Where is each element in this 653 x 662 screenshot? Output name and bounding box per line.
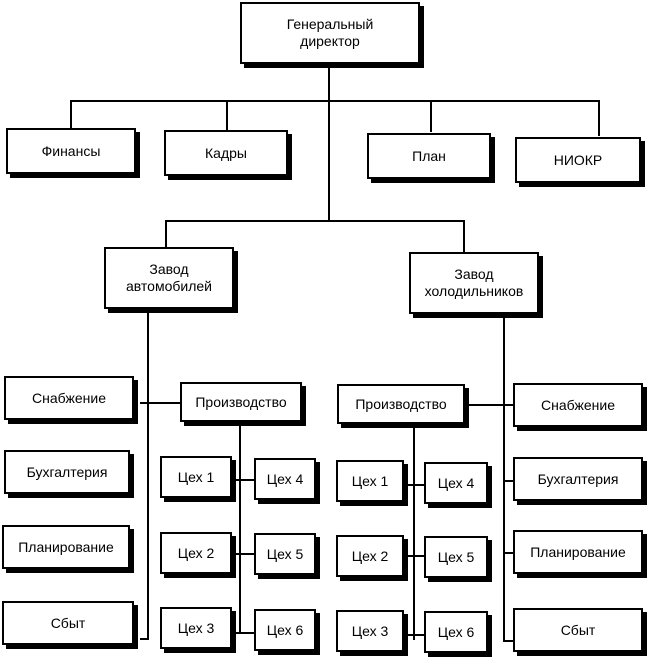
right-workshop-5[interactable]: Цех 5 xyxy=(424,536,488,578)
dept-label: Кадры xyxy=(205,144,247,161)
connector xyxy=(413,422,415,640)
dept-label: НИОКР xyxy=(553,151,603,168)
dept-label: Снабжение xyxy=(32,389,106,406)
right-dept-planning[interactable]: Планирование xyxy=(513,530,643,574)
workshop-label: Цех 6 xyxy=(437,623,475,640)
right-workshop-6[interactable]: Цех 6 xyxy=(424,611,488,653)
connector xyxy=(232,479,254,481)
production-label: Производство xyxy=(195,393,287,410)
connector xyxy=(404,634,426,636)
workshop-label: Цех 3 xyxy=(351,622,389,639)
connector xyxy=(503,640,515,642)
connector xyxy=(232,553,254,555)
right-workshop-4[interactable]: Цех 4 xyxy=(424,462,488,504)
workshop-label: Цех 5 xyxy=(437,548,475,565)
connector xyxy=(239,418,241,634)
dept-label: Финансы xyxy=(41,142,101,159)
workshop-label: Цех 2 xyxy=(351,547,389,564)
left-dept-supply[interactable]: Снабжение xyxy=(4,376,134,420)
connector xyxy=(165,220,465,222)
connector xyxy=(147,312,149,640)
right-workshop-2[interactable]: Цех 2 xyxy=(336,535,404,577)
connector xyxy=(140,402,182,404)
connector xyxy=(70,100,72,130)
right-dept-supply[interactable]: Снабжение xyxy=(513,383,643,427)
workshop-label: Цех 6 xyxy=(266,621,304,638)
workshop-label: Цех 5 xyxy=(266,545,304,562)
connector xyxy=(328,66,330,222)
dept-label: Планирование xyxy=(18,538,114,555)
connector xyxy=(503,480,515,482)
connector xyxy=(503,552,515,554)
left-dept-accounting[interactable]: Бухгалтерия xyxy=(4,450,130,494)
connector xyxy=(165,220,167,250)
right-dept-sales[interactable]: Сбыт xyxy=(513,608,643,652)
left-workshop-5[interactable]: Цех 5 xyxy=(254,533,316,575)
connector xyxy=(226,100,228,132)
workshop-label: Цех 4 xyxy=(266,470,304,487)
workshop-label: Цех 1 xyxy=(351,472,389,489)
workshop-label: Цех 1 xyxy=(177,468,215,485)
production-label: Производство xyxy=(355,395,447,412)
right-production[interactable]: Производство xyxy=(337,384,465,424)
connector xyxy=(465,404,515,406)
dept-label: Снабжение xyxy=(541,396,615,413)
dept-label: План xyxy=(412,147,446,164)
left-workshop-2[interactable]: Цех 2 xyxy=(160,532,232,574)
dept-finance[interactable]: Финансы xyxy=(6,128,136,174)
connector xyxy=(503,315,505,642)
plant-label: Завод автомобилей xyxy=(126,261,212,294)
right-dept-accounting[interactable]: Бухгалтерия xyxy=(513,457,643,501)
left-workshop-4[interactable]: Цех 4 xyxy=(254,458,316,500)
left-workshop-6[interactable]: Цех 6 xyxy=(254,609,316,651)
ceo-label: Генеральный директор xyxy=(286,16,374,49)
left-dept-planning[interactable]: Планирование xyxy=(2,525,130,569)
dept-hr[interactable]: Кадры xyxy=(164,130,288,176)
dept-plan[interactable]: План xyxy=(367,133,491,179)
plant-refrigerators[interactable]: Завод холодильников xyxy=(409,252,539,314)
connector xyxy=(140,638,149,640)
workshop-label: Цех 4 xyxy=(437,474,475,491)
left-dept-sales[interactable]: Сбыт xyxy=(2,601,134,645)
left-workshop-1[interactable]: Цех 1 xyxy=(160,456,232,498)
dept-label: Сбыт xyxy=(560,621,596,638)
connector xyxy=(430,100,432,132)
dept-label: Сбыт xyxy=(50,614,86,631)
plant-cars[interactable]: Завод автомобилей xyxy=(104,247,234,309)
right-workshop-3[interactable]: Цех 3 xyxy=(336,610,404,652)
connector xyxy=(70,100,600,102)
right-workshop-1[interactable]: Цех 1 xyxy=(336,460,404,502)
workshop-label: Цех 3 xyxy=(177,619,215,636)
connector xyxy=(404,555,426,557)
left-workshop-3[interactable]: Цех 3 xyxy=(160,607,232,649)
left-production[interactable]: Производство xyxy=(180,382,302,422)
dept-label: Планирование xyxy=(530,543,626,560)
connector xyxy=(232,632,254,634)
workshop-label: Цех 2 xyxy=(177,544,215,561)
dept-label: Бухгалтерия xyxy=(26,463,108,480)
connector xyxy=(404,484,426,486)
dept-rnd[interactable]: НИОКР xyxy=(515,137,641,183)
ceo-box[interactable]: Генеральный директор xyxy=(240,2,420,64)
connector xyxy=(463,220,465,254)
plant-label: Завод холодильников xyxy=(424,266,524,299)
dept-label: Бухгалтерия xyxy=(537,470,619,487)
connector xyxy=(598,100,600,136)
